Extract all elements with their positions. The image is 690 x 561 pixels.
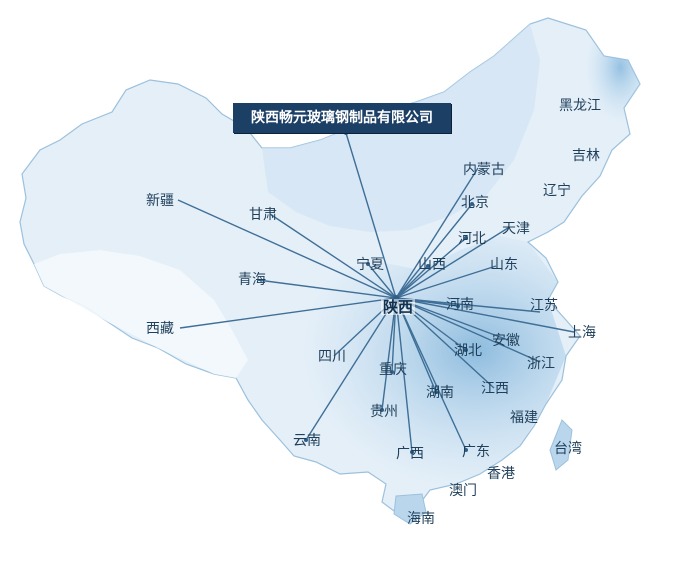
- region-label-heilongjiang[interactable]: 黑龙江: [559, 98, 601, 114]
- region-label-jiangxi[interactable]: 江西: [481, 381, 509, 397]
- region-label-ningxia[interactable]: 宁夏: [356, 257, 384, 273]
- route-tianjin: [395, 227, 509, 299]
- route-beijing: [395, 203, 473, 299]
- region-label-hunan[interactable]: 湖南: [426, 385, 454, 401]
- region-label-xianggang[interactable]: 香港: [487, 466, 515, 482]
- tibet-plateau-shade: [34, 250, 248, 378]
- region-label-aomen[interactable]: 澳门: [449, 483, 477, 499]
- route-jiangsu: [395, 297, 541, 313]
- region-label-xinjiang[interactable]: 新疆: [146, 193, 174, 209]
- region-label-hainan[interactable]: 海南: [407, 511, 435, 527]
- route-guangxi: [395, 297, 413, 453]
- route-zhejiang: [395, 297, 541, 363]
- region-label-shandong[interactable]: 山东: [490, 257, 518, 273]
- route-yunnan: [305, 297, 397, 441]
- region-label-guangxi[interactable]: 广西: [396, 446, 424, 462]
- region-label-hebei[interactable]: 河北: [458, 231, 486, 247]
- region-label-liaoning[interactable]: 辽宁: [543, 183, 571, 199]
- region-label-jiangsu[interactable]: 江苏: [530, 298, 558, 314]
- route-neimenggu: [395, 167, 479, 299]
- region-label-zhejiang[interactable]: 浙江: [527, 356, 555, 372]
- region-label-shanghai[interactable]: 上海: [568, 325, 596, 341]
- route-hebei: [395, 237, 467, 299]
- region-label-guangdong[interactable]: 广东: [462, 444, 490, 460]
- route-guangdong: [395, 297, 467, 451]
- route-ningxia: [367, 263, 397, 299]
- region-label-xizang[interactable]: 西藏: [146, 321, 174, 337]
- route-qinghai: [257, 279, 397, 299]
- region-label-guizhou[interactable]: 贵州: [370, 404, 398, 420]
- company-banner[interactable]: 陕西畅元玻璃钢制品有限公司: [233, 103, 451, 133]
- region-label-fujian[interactable]: 福建: [510, 410, 538, 426]
- route-guizhou: [381, 297, 397, 411]
- region-label-neimenggu[interactable]: 内蒙古: [463, 162, 505, 178]
- region-label-chongqing[interactable]: 重庆: [379, 362, 407, 378]
- route-shandong: [395, 265, 497, 299]
- region-label-jilin[interactable]: 吉林: [572, 148, 600, 164]
- region-label-qinghai[interactable]: 青海: [238, 272, 266, 288]
- region-label-shanxi[interactable]: 山西: [418, 257, 446, 273]
- region-label-taiwan[interactable]: 台湾: [554, 441, 582, 457]
- region-label-anhui[interactable]: 安徽: [492, 333, 520, 349]
- region-label-beijing[interactable]: 北京: [461, 195, 489, 211]
- central-shade: [248, 236, 566, 490]
- hainan-island: [393, 493, 427, 525]
- northeast-shade: [500, 18, 640, 242]
- route-xinjiang: [177, 199, 397, 299]
- taiwan-island: [549, 419, 573, 471]
- route-banner: [345, 132, 397, 299]
- region-label-yunnan[interactable]: 云南: [293, 433, 321, 449]
- route-shanghai: [395, 297, 575, 333]
- region-label-tianjin[interactable]: 天津: [502, 221, 530, 237]
- region-label-gansu[interactable]: 甘肃: [249, 207, 277, 223]
- route-gansu: [269, 213, 397, 299]
- route-xizang: [179, 297, 397, 329]
- region-label-sichuan[interactable]: 四川: [318, 349, 346, 365]
- region-label-henan[interactable]: 河南: [446, 297, 474, 313]
- region-label-hubei[interactable]: 湖北: [454, 343, 482, 359]
- region-label-shaanxi-hub[interactable]: 陕西: [380, 298, 416, 316]
